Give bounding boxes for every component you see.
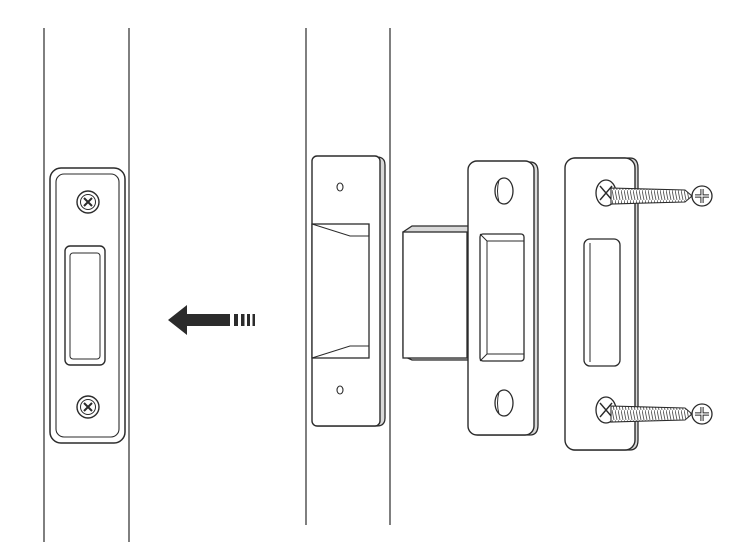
door-frame-left [43, 28, 130, 542]
screw-hole [494, 177, 514, 205]
wood-screw-icon [595, 396, 713, 425]
installed-strike-plate [49, 167, 126, 444]
strike-box [402, 225, 471, 361]
strike-plate-middle-opening [479, 233, 525, 362]
reinforcement-plate [564, 157, 639, 451]
strike-box-side [402, 231, 468, 359]
pilot-hole [336, 182, 344, 192]
screw-hole [494, 389, 514, 417]
phillips-screw-head-icon [76, 395, 100, 419]
frame-mortise-cutout [311, 155, 386, 427]
door-frame-right [305, 28, 391, 525]
strike-plate-opening [64, 245, 106, 366]
strike-plate-middle [467, 160, 539, 436]
strike-plate-bevel [55, 173, 120, 438]
strike-plate-opening-inner [69, 252, 101, 360]
pilot-hole [336, 385, 344, 395]
phillips-screw-head-icon [76, 190, 100, 214]
mortise-pocket [311, 223, 370, 359]
wood-screw-icon [595, 179, 713, 207]
left-arrow-icon [168, 305, 255, 335]
reinforcement-plate-opening [583, 238, 621, 367]
